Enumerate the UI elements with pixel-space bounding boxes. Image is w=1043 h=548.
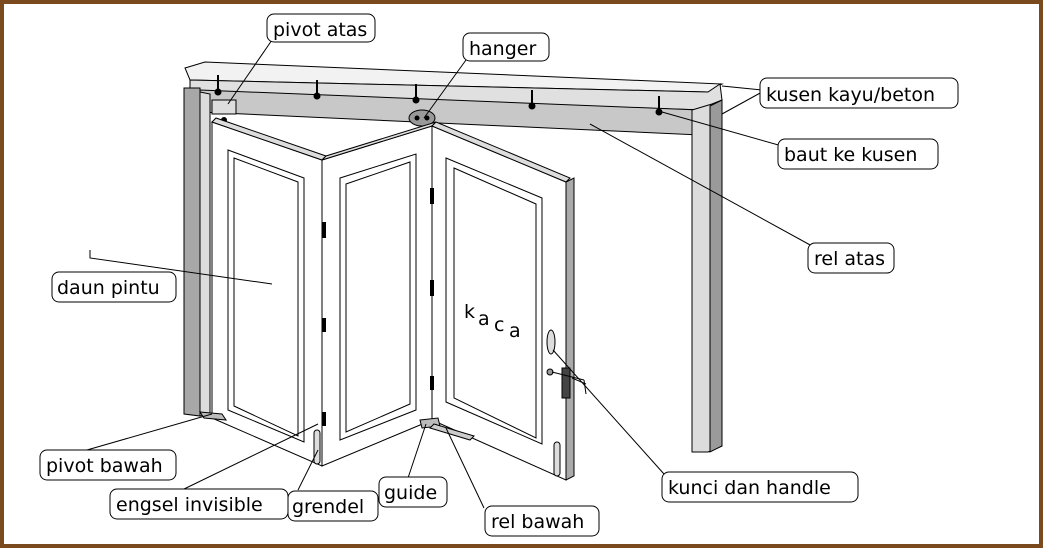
label-rel-atas: rel atas (807, 242, 895, 274)
label-pivot-atas: pivot atas (266, 13, 376, 43)
svg-text:daun pintu: daun pintu (57, 277, 160, 299)
svg-text:a: a (478, 308, 490, 330)
label-pivot-bawah: pivot bawah (39, 449, 177, 481)
bolt-icons (214, 75, 663, 116)
grendel-icon (313, 429, 321, 465)
label-kunci: kunci dan handle (661, 471, 859, 503)
svg-text:pivot atas: pivot atas (273, 19, 367, 41)
leaf-3-panel (445, 157, 543, 445)
svg-text:kunci dan handle: kunci dan handle (668, 477, 831, 499)
leaf-2-panel (339, 153, 417, 441)
label-grendel: grendel (287, 490, 379, 522)
svg-text:pivot bawah: pivot bawah (46, 455, 163, 477)
door-leaf-3 (431, 125, 567, 481)
leaf-1-panel (227, 149, 305, 443)
left-jamb (183, 87, 201, 417)
svg-text:a: a (509, 320, 521, 342)
right-jamb-side (709, 99, 723, 453)
svg-text:engsel invisible: engsel invisible (116, 494, 263, 516)
label-baut: baut ke kusen (777, 138, 939, 170)
pivot-atas-box (211, 99, 237, 115)
label-kusen: kusen kayu/beton (759, 77, 959, 109)
svg-text:rel bawah: rel bawah (491, 511, 584, 533)
left-jamb-inner (199, 91, 211, 417)
svg-text:hanger: hanger (469, 38, 536, 60)
svg-text:rel atas: rel atas (814, 248, 885, 270)
pivot-bawah-icon (199, 411, 227, 421)
label-guide: guide (378, 476, 448, 508)
lock-icon (561, 367, 571, 399)
label-kaca: k a c a (464, 301, 521, 342)
svg-text:c: c (494, 314, 504, 336)
label-engsel: engsel invisible (109, 488, 289, 520)
label-hanger: hanger (462, 32, 550, 62)
handle-icon (546, 329, 556, 355)
hinge-icons (322, 188, 434, 426)
leader-lines (79, 39, 813, 509)
svg-text:grendel: grendel (292, 496, 364, 518)
rel-bawah-icon (429, 423, 475, 441)
svg-text:guide: guide (384, 482, 437, 504)
svg-text:k: k (464, 301, 475, 323)
svg-text:baut ke kusen: baut ke kusen (784, 144, 917, 166)
label-daun-pintu: daun pintu (51, 271, 177, 303)
svg-text:kusen kayu/beton: kusen kayu/beton (766, 84, 935, 106)
label-rel-bawah: rel bawah (484, 505, 600, 537)
